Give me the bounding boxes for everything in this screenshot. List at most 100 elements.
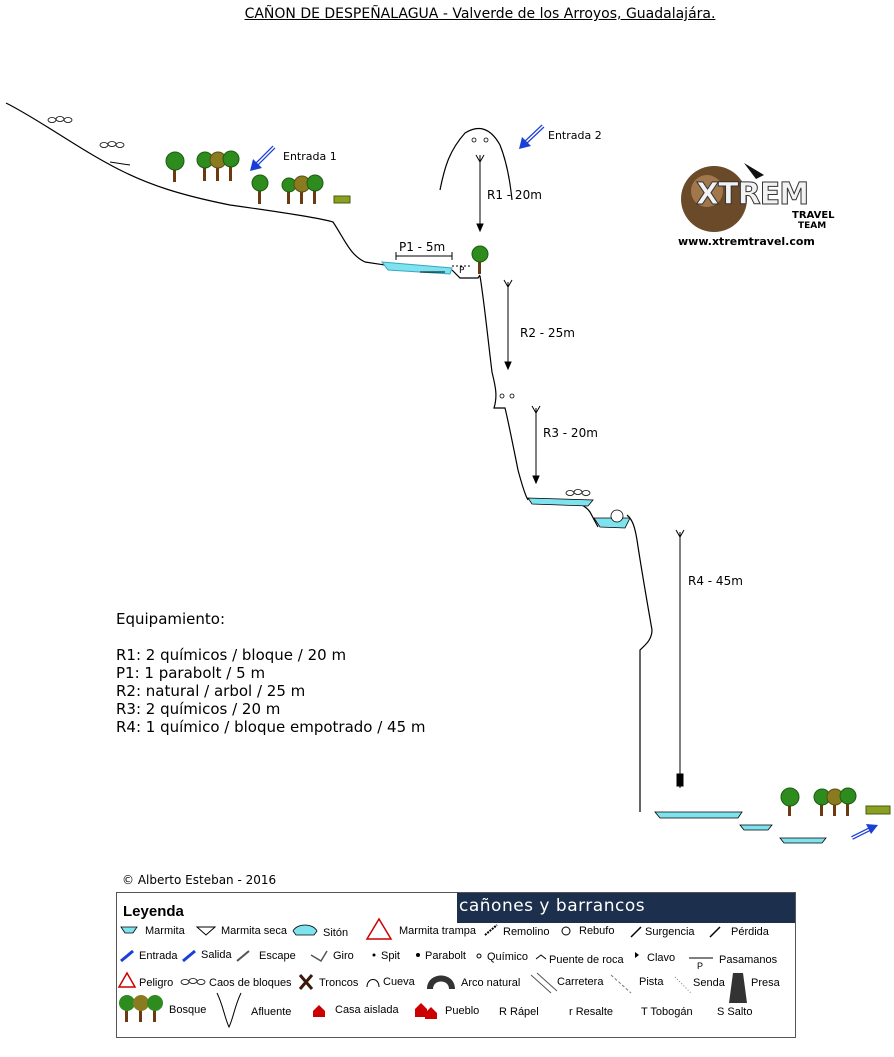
legend-quimico: Químico — [487, 951, 528, 963]
marmita-seca-icon — [195, 926, 217, 936]
logo-travel: TRAVEL — [792, 210, 835, 221]
legend-spit: Spit — [381, 950, 400, 962]
legend-banner: cañones y barrancos — [457, 893, 795, 923]
legend-resalte: r Resalte — [569, 1006, 614, 1018]
legend-title: Leyenda — [123, 903, 184, 920]
logo-url: www.xtremtravel.com — [678, 235, 815, 248]
legend-giro: Giro — [333, 950, 354, 962]
page-title: CAÑON DE DESPEÑALAGUA - Valverde de los … — [244, 6, 716, 22]
r3-label: R3 - 20m — [543, 426, 598, 440]
water-pools — [380, 261, 827, 844]
arco-natural-icon — [427, 975, 455, 989]
legend-pueblo: Pueblo — [445, 1005, 480, 1017]
legend-icons — [117, 917, 747, 1029]
presa-icon — [729, 973, 747, 1003]
troncos-icon — [298, 974, 314, 990]
p-marker: P — [459, 266, 465, 276]
legend-bosque: Bosque — [169, 1004, 207, 1016]
legend-rebufo: Rebufo — [579, 925, 615, 937]
legend-siton: Sitón — [323, 927, 349, 939]
entrada-1-label: Entrada 1 — [283, 150, 337, 163]
parabolt-icon — [416, 953, 420, 957]
canyon-profile-diagram — [5, 102, 891, 844]
logo-team: TEAM — [798, 221, 827, 231]
legend-escape: Escape — [259, 950, 296, 962]
legend-marmita-trampa: Marmita trampa — [399, 925, 477, 937]
entrada-icon — [120, 949, 134, 963]
legend-presa: Presa — [751, 977, 780, 989]
equipment-line: P1: 1 parabolt / 5 m — [116, 664, 266, 682]
legend-remolino: Remolino — [503, 926, 550, 938]
legend-pista: Pista — [639, 976, 664, 988]
legend-marmita: Marmita — [145, 925, 185, 937]
siton-icon — [292, 924, 318, 936]
legend-salto: S Salto — [717, 1006, 753, 1018]
equipment-line: R2: natural / arbol / 25 m — [116, 682, 306, 700]
pista-icon — [610, 974, 632, 994]
quimico-icon — [476, 953, 482, 959]
peligro-icon — [117, 971, 137, 988]
legend-banner-text: cañones y barrancos — [459, 896, 646, 916]
legend-carretera: Carretera — [557, 976, 604, 988]
copyright: © Alberto Esteban - 2016 — [122, 873, 277, 887]
legend-box: Leyenda cañones y barrancos — [116, 892, 796, 1038]
legend-entrada: Entrada — [139, 950, 178, 962]
escape-icon — [236, 950, 250, 962]
legend-tobogan: T Tobogán — [641, 1006, 693, 1018]
senda-icon — [674, 976, 692, 994]
carretera-icon — [530, 972, 558, 994]
legend-caos-bloques: Caos de bloques — [209, 977, 292, 989]
legend-salida: Salida — [201, 949, 232, 961]
marmita-icon — [120, 926, 138, 934]
marmita-trampa-icon — [365, 917, 393, 940]
spit-icon — [372, 953, 376, 957]
p1-label: P1 - 5m — [399, 240, 446, 254]
legend-marmita-seca: Marmita seca — [221, 925, 288, 937]
legend-surgencia: Surgencia — [645, 926, 695, 938]
legend-troncos: Troncos — [319, 977, 359, 989]
casa-aislada-icon — [313, 1005, 325, 1017]
remolino-icon — [484, 924, 498, 936]
surgencia-icon — [630, 926, 642, 938]
xtrem-travel-logo: XTREM TRAVEL TEAM www.xtremtravel.com — [674, 155, 844, 250]
equipment-heading: Equipamiento: — [116, 610, 226, 628]
salida-icon — [182, 949, 196, 963]
equipment-line: R3: 2 químicos / 20 m — [116, 700, 281, 718]
entry-arrows — [250, 124, 878, 840]
r1-label: R1 - 20m — [487, 188, 542, 202]
p1-handline — [395, 252, 472, 267]
equipment-line: R4: 1 químico / bloque empotrado / 45 m — [116, 718, 426, 736]
afluente-icon — [216, 992, 242, 1029]
caos-bloques-icon — [180, 978, 206, 985]
trees — [165, 150, 891, 816]
r4-label: R4 - 45m — [688, 574, 743, 588]
logo-brand: XTREM — [695, 177, 809, 213]
rappel-arrows — [475, 154, 685, 788]
cueva-icon — [366, 979, 380, 988]
legend-cueva: Cueva — [383, 976, 415, 988]
equipment-section: Equipamiento: R1: 2 químicos / bloque / … — [116, 610, 426, 736]
clavo-icon — [635, 952, 639, 958]
boulders — [47, 116, 624, 523]
legend-senda: Senda — [693, 977, 725, 989]
legend-perdida: Pérdida — [731, 926, 769, 938]
legend-rapel: R Rápel — [499, 1006, 539, 1018]
legend-arco-natural: Arco natural — [461, 977, 521, 989]
puente-roca-icon — [535, 954, 547, 960]
pueblo-icon — [415, 1003, 437, 1019]
r2-label: R2 - 25m — [520, 326, 575, 340]
legend-parabolt: Parabolt — [425, 950, 466, 962]
legend-clavo: Clavo — [647, 952, 676, 964]
logo-graphic — [681, 163, 764, 232]
perdida-icon — [709, 926, 721, 938]
legend-pasamanos: Pasamanos — [719, 954, 778, 966]
terrain-line — [5, 102, 653, 812]
legend-afluente: Afluente — [251, 1006, 292, 1018]
legend-peligro: Peligro — [139, 977, 174, 989]
legend-puente-roca: Puente de roca — [549, 954, 624, 966]
legend-pasamanos-p: P — [697, 961, 704, 971]
equipment-line: R1: 2 químicos / bloque / 20 m — [116, 646, 347, 664]
entrada-2-label: Entrada 2 — [548, 129, 602, 142]
legend-casa-aislada: Casa aislada — [335, 1004, 399, 1016]
giro-icon — [310, 950, 328, 963]
